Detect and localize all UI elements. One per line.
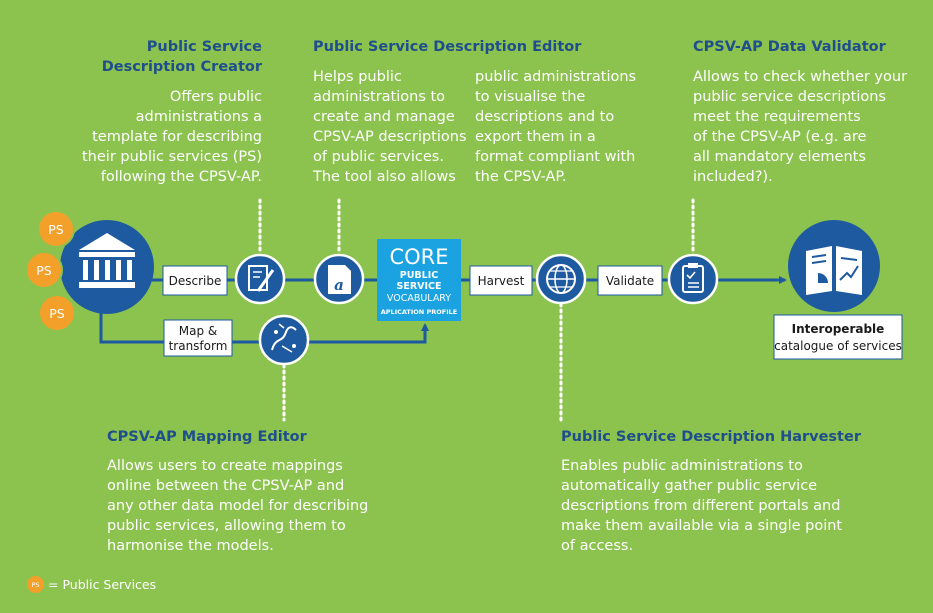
svg-text:Harvest: Harvest xyxy=(478,274,525,288)
ps-badge-bottom: PS xyxy=(38,294,76,332)
mapping-editor-icon xyxy=(258,314,310,366)
ps-badge-top: PS xyxy=(37,210,75,248)
svg-text:PS: PS xyxy=(36,263,52,278)
svg-text:a: a xyxy=(334,276,344,294)
mapping-title: CPSV-AP Mapping Editor xyxy=(107,429,307,445)
map-transform-step: Map & transform xyxy=(163,319,233,357)
catalogue-label: Interoperable catalogue of services xyxy=(773,314,903,360)
svg-text:Describe: Describe xyxy=(169,274,222,288)
svg-text:APLICATION PROFILE: APLICATION PROFILE xyxy=(381,308,457,316)
svg-text:CORE: CORE xyxy=(389,245,448,269)
validator-title: CPSV-AP Data Validator xyxy=(693,39,886,55)
harvest-step: Harvest xyxy=(469,265,533,296)
description-creator-icon xyxy=(234,253,286,305)
describe-step: Describe xyxy=(162,265,228,296)
svg-text:transform: transform xyxy=(169,339,228,353)
legend-text: = Public Services xyxy=(48,577,157,592)
svg-text:SERVICE: SERVICE xyxy=(397,281,442,292)
svg-text:Map &: Map & xyxy=(179,324,218,338)
public-administration-icon xyxy=(60,220,154,314)
harvester-title: Public Service Description Harvester xyxy=(561,429,861,445)
validator-clipboard-icon xyxy=(667,253,719,305)
catalogue-icon xyxy=(788,220,880,312)
validate-step: Validate xyxy=(597,265,663,296)
svg-text:VOCABULARY: VOCABULARY xyxy=(387,293,451,304)
svg-text:Validate: Validate xyxy=(606,274,654,288)
ps-badge-middle: PS xyxy=(25,251,63,289)
description-editor-icon: a xyxy=(313,253,365,305)
svg-text:Interoperable: Interoperable xyxy=(792,322,885,336)
harvester-globe-icon xyxy=(535,253,587,305)
svg-text:PS: PS xyxy=(49,306,65,321)
editor-title: Public Service Description Editor xyxy=(313,39,582,55)
svg-text:PS: PS xyxy=(48,222,64,237)
legend-ps-badge: PS xyxy=(27,576,44,593)
svg-text:PUBLIC: PUBLIC xyxy=(400,270,439,281)
svg-text:catalogue of services: catalogue of services xyxy=(774,339,902,353)
core-vocabulary-box: CORE PUBLIC SERVICE VOCABULARY APLICATIO… xyxy=(377,239,461,321)
legend: PS = Public Services xyxy=(27,576,156,593)
